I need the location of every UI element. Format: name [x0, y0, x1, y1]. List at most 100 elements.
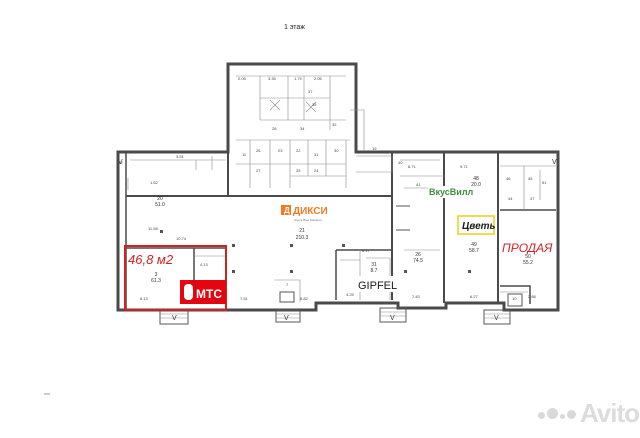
svg-text:7: 7 — [286, 282, 289, 287]
room-3-number: 3 — [155, 272, 158, 278]
vkusvill-logo-text: ВкусВилл — [429, 187, 474, 197]
svg-text:19: 19 — [372, 146, 377, 151]
svg-text:41: 41 — [416, 182, 421, 187]
room-50-area: 55.2 — [523, 260, 533, 266]
svg-text:24: 24 — [314, 168, 319, 173]
room-labels: 20 51.0 21 210.3 3 61.3 48 20.0 49 58.7 … — [151, 176, 533, 284]
svg-text:11: 11 — [242, 152, 247, 157]
room-48-number: 48 — [473, 176, 479, 182]
entrance-marker: V — [390, 315, 395, 322]
svg-text:22: 22 — [296, 148, 301, 153]
highlight-unit: 46,8 м2 — [124, 245, 227, 311]
tsvetnoy-logo-text: Цветь — [462, 221, 496, 232]
svg-text:11.58: 11.58 — [148, 226, 158, 231]
svg-text:26: 26 — [256, 148, 261, 153]
entrances — [159, 205, 523, 325]
entrance-4 — [483, 309, 511, 325]
room-31-number: 31 — [371, 262, 377, 268]
room-26-number: 26 — [415, 252, 421, 258]
dimension-labels: 2.05 3.35 1.79 2.05 37 35 28 34 32 11 26… — [120, 76, 547, 301]
sale-label: ПРОДАЯ — [502, 241, 553, 255]
svg-text:8.17: 8.17 — [362, 248, 371, 253]
dixy-mark-icon — [281, 205, 291, 215]
room-49-number: 49 — [471, 242, 477, 248]
room-50-number: 50 — [525, 254, 531, 260]
gipfel-logo: GIPFEL — [356, 276, 397, 292]
svg-text:34: 34 — [300, 126, 305, 131]
stair-block-2 — [507, 293, 523, 307]
room-48-area: 20.0 — [471, 182, 481, 188]
svg-text:7.43: 7.43 — [412, 294, 421, 299]
room-21-number: 21 — [299, 228, 305, 234]
mts-logo-text: МТС — [196, 287, 222, 301]
svg-text:6.27: 6.27 — [470, 294, 479, 299]
service-block — [236, 75, 393, 188]
svg-text:8.13: 8.13 — [140, 296, 149, 301]
floor-label: 1 этаж — [284, 24, 305, 31]
dixy-logo-text: ДИКСИ — [293, 206, 328, 217]
entrance-marker: V — [494, 315, 499, 322]
svg-text:4.13: 4.13 — [200, 262, 209, 267]
svg-text:V: V — [120, 160, 123, 165]
entrance-marker: V — [172, 315, 177, 322]
avito-watermark: Avito — [538, 398, 640, 429]
svg-text:2.88: 2.88 — [528, 294, 537, 299]
entrance-2 — [275, 309, 301, 323]
svg-text:3.35: 3.35 — [268, 76, 277, 81]
svg-text:4.25: 4.25 — [346, 292, 355, 297]
entrance-marker: V — [118, 159, 123, 166]
svg-text:40: 40 — [398, 160, 403, 165]
svg-text:10.74: 10.74 — [176, 236, 187, 241]
svg-text:51: 51 — [542, 180, 547, 185]
gipfel-logo-text: GIPFEL — [358, 280, 397, 292]
room-31-area: 8.7 — [371, 268, 378, 274]
svg-text:10: 10 — [512, 296, 517, 301]
svg-text:3.51: 3.51 — [176, 154, 185, 159]
entrance-marker: V — [552, 159, 557, 166]
vkusvill-logo: ВкусВилл — [428, 186, 476, 198]
svg-text:32: 32 — [332, 122, 337, 127]
outer-walls — [116, 62, 560, 312]
svg-text:1.79: 1.79 — [294, 76, 303, 81]
svg-text:2.05: 2.05 — [314, 76, 323, 81]
partitions — [127, 156, 556, 302]
svg-text:28: 28 — [272, 126, 277, 131]
svg-text:9.71: 9.71 — [460, 164, 469, 169]
svg-text:8.71: 8.71 — [408, 164, 417, 169]
svg-text:44: 44 — [508, 196, 513, 201]
room-21-area: 210.3 — [296, 235, 309, 241]
dixy-subtext: Здесь Ваш Магазин — [294, 218, 322, 222]
svg-text:8.82: 8.82 — [300, 296, 309, 301]
stair-block — [279, 291, 295, 303]
svg-text:45: 45 — [528, 176, 533, 181]
room-26-area: 74.5 — [413, 258, 423, 264]
svg-text:23: 23 — [278, 148, 283, 153]
highlight-outline — [124, 245, 227, 311]
svg-text:25: 25 — [296, 168, 301, 173]
svg-text:35: 35 — [312, 102, 317, 107]
svg-text:30: 30 — [334, 148, 339, 153]
mts-logo: МТС — [180, 280, 226, 304]
svg-text:46: 46 — [506, 176, 511, 181]
entrance-markers: V V V V V V — [118, 159, 557, 322]
svg-text:1.62: 1.62 — [150, 180, 159, 185]
room-49-area: 58.7 — [469, 248, 479, 254]
entrance-marker: V — [284, 315, 289, 322]
svg-text:Д: Д — [284, 206, 290, 215]
room-20-number: 20 — [157, 196, 163, 202]
tsvetnoy-logo: Цветь — [457, 215, 496, 235]
room-20-area: 51.0 — [155, 202, 165, 208]
svg-text:2.05: 2.05 — [238, 76, 247, 81]
entrance-3 — [379, 307, 407, 323]
avito-watermark-text: Avito — [580, 398, 640, 428]
svg-text:7.51: 7.51 — [240, 296, 249, 301]
svg-text:37: 37 — [308, 89, 313, 94]
svg-text:47: 47 — [530, 196, 535, 201]
avito-dots-icon — [538, 408, 576, 419]
svg-text:31: 31 — [314, 152, 319, 157]
highlight-area-label: 46,8 м2 — [128, 252, 174, 267]
svg-text:27: 27 — [256, 168, 261, 173]
dixy-logo: Д ДИКСИ Здесь Ваш Магазин — [281, 205, 328, 222]
room-3-area: 61.3 — [151, 278, 161, 284]
